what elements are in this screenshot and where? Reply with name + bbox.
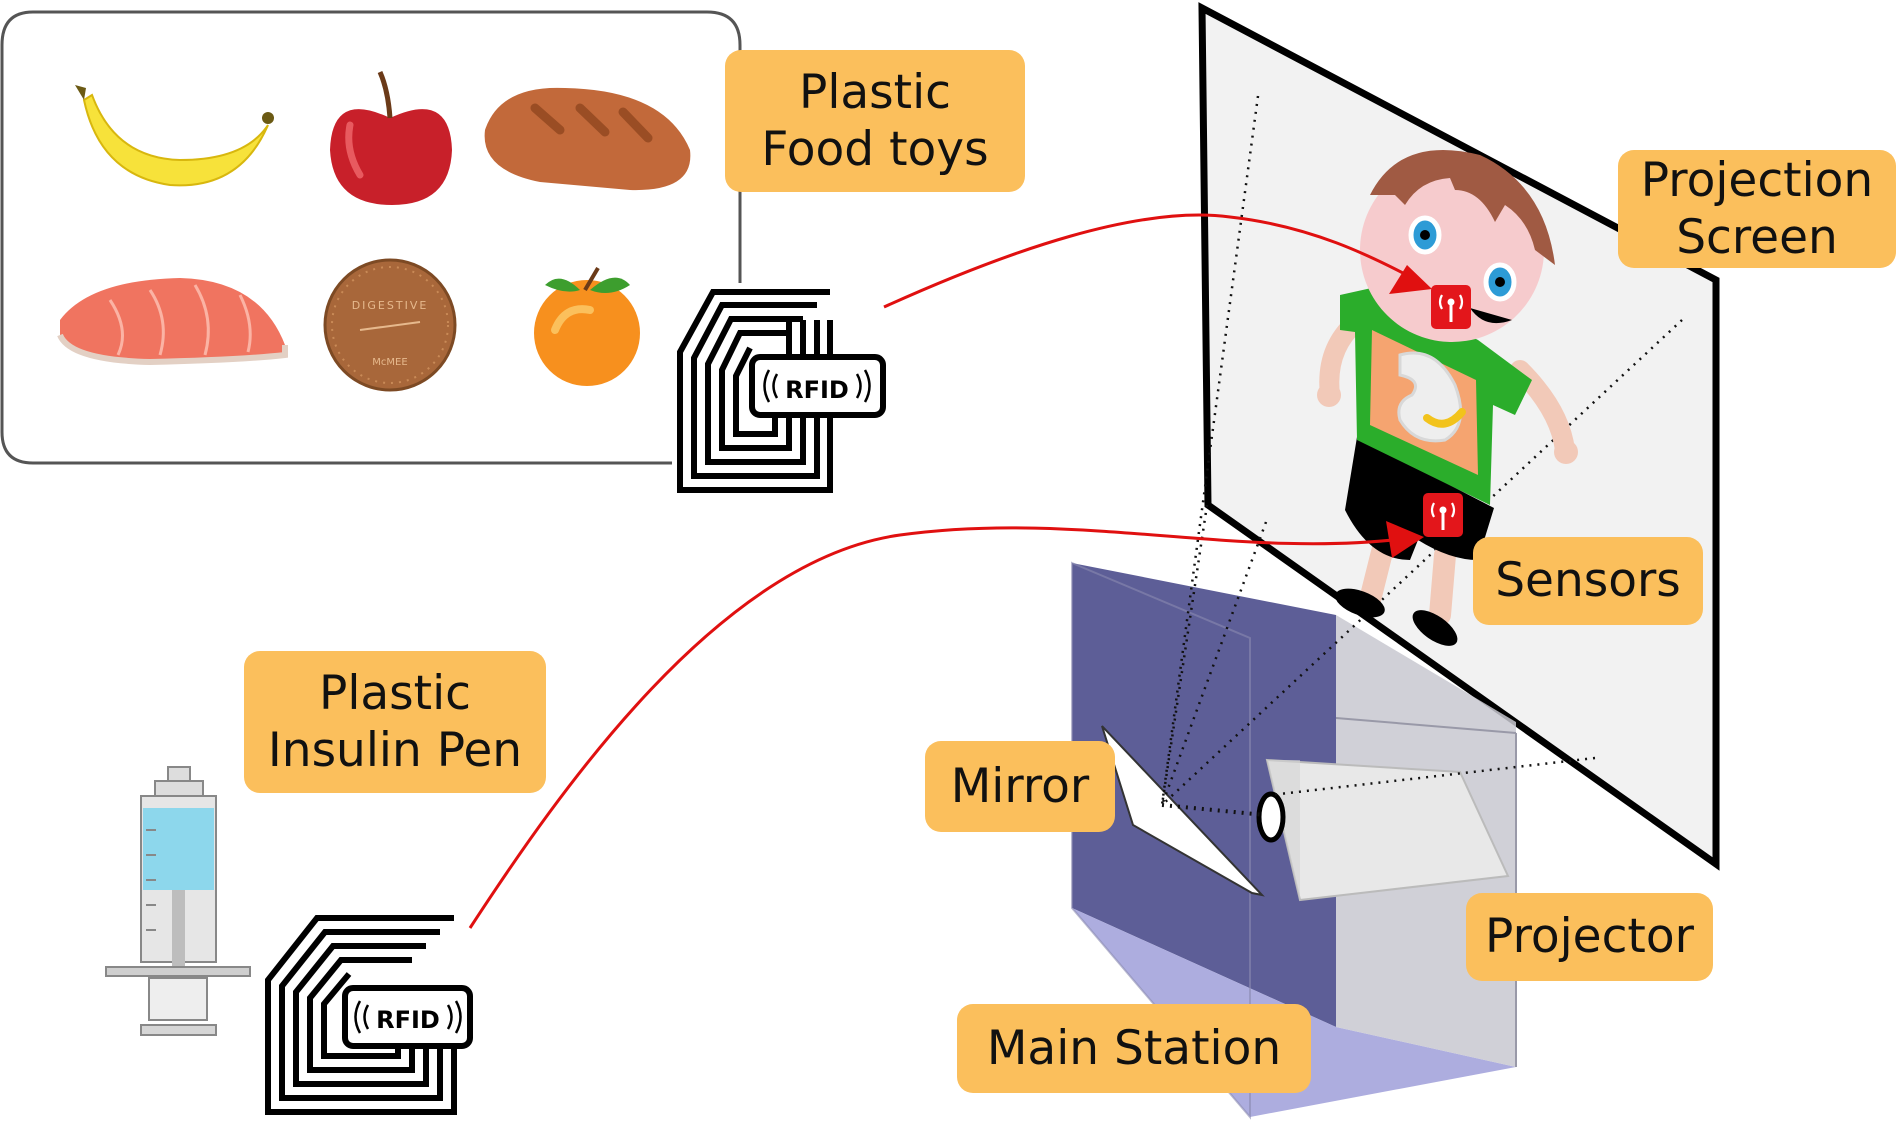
- rfid-tag-pen: RFID: [265, 915, 473, 1115]
- signal-line-pen: [468, 521, 1424, 929]
- orange-icon: [534, 266, 640, 386]
- banana-icon: [75, 85, 274, 187]
- signal-line-food: [883, 213, 1432, 309]
- mirror-plate: [1101, 725, 1265, 897]
- label-main-station: Main Station: [957, 1004, 1311, 1093]
- light-rays: [1160, 95, 1683, 817]
- label-projection-screen: Projection Screen: [1618, 150, 1896, 268]
- salmon-icon: [57, 278, 288, 366]
- rfid-tag-food-label: RFID: [785, 376, 849, 404]
- label-food-toys: Plastic Food toys: [725, 50, 1025, 192]
- label-sensors: Sensors: [1473, 537, 1703, 625]
- biscuit-bottom-text: McMEE: [372, 357, 407, 368]
- apple-icon: [330, 70, 452, 205]
- wireless-sensor-icon: [1431, 285, 1471, 329]
- food-toys-box: [0, 10, 742, 465]
- biscuit-top-text: DIGESTIVE: [352, 299, 429, 312]
- label-projector: Projector: [1466, 893, 1713, 981]
- rfid-tag-pen-label: RFID: [376, 1006, 440, 1034]
- rfid-tag-food: RFID: [677, 289, 886, 493]
- wireless-sensor-icon: [1423, 493, 1463, 537]
- biscuit-icon: DIGESTIVE McMEE: [323, 258, 457, 392]
- label-mirror: Mirror: [925, 741, 1115, 832]
- label-insulin-pen: Plastic Insulin Pen: [244, 651, 546, 793]
- bread-icon: [484, 87, 691, 191]
- insulin-syringe-icon: [105, 766, 251, 1036]
